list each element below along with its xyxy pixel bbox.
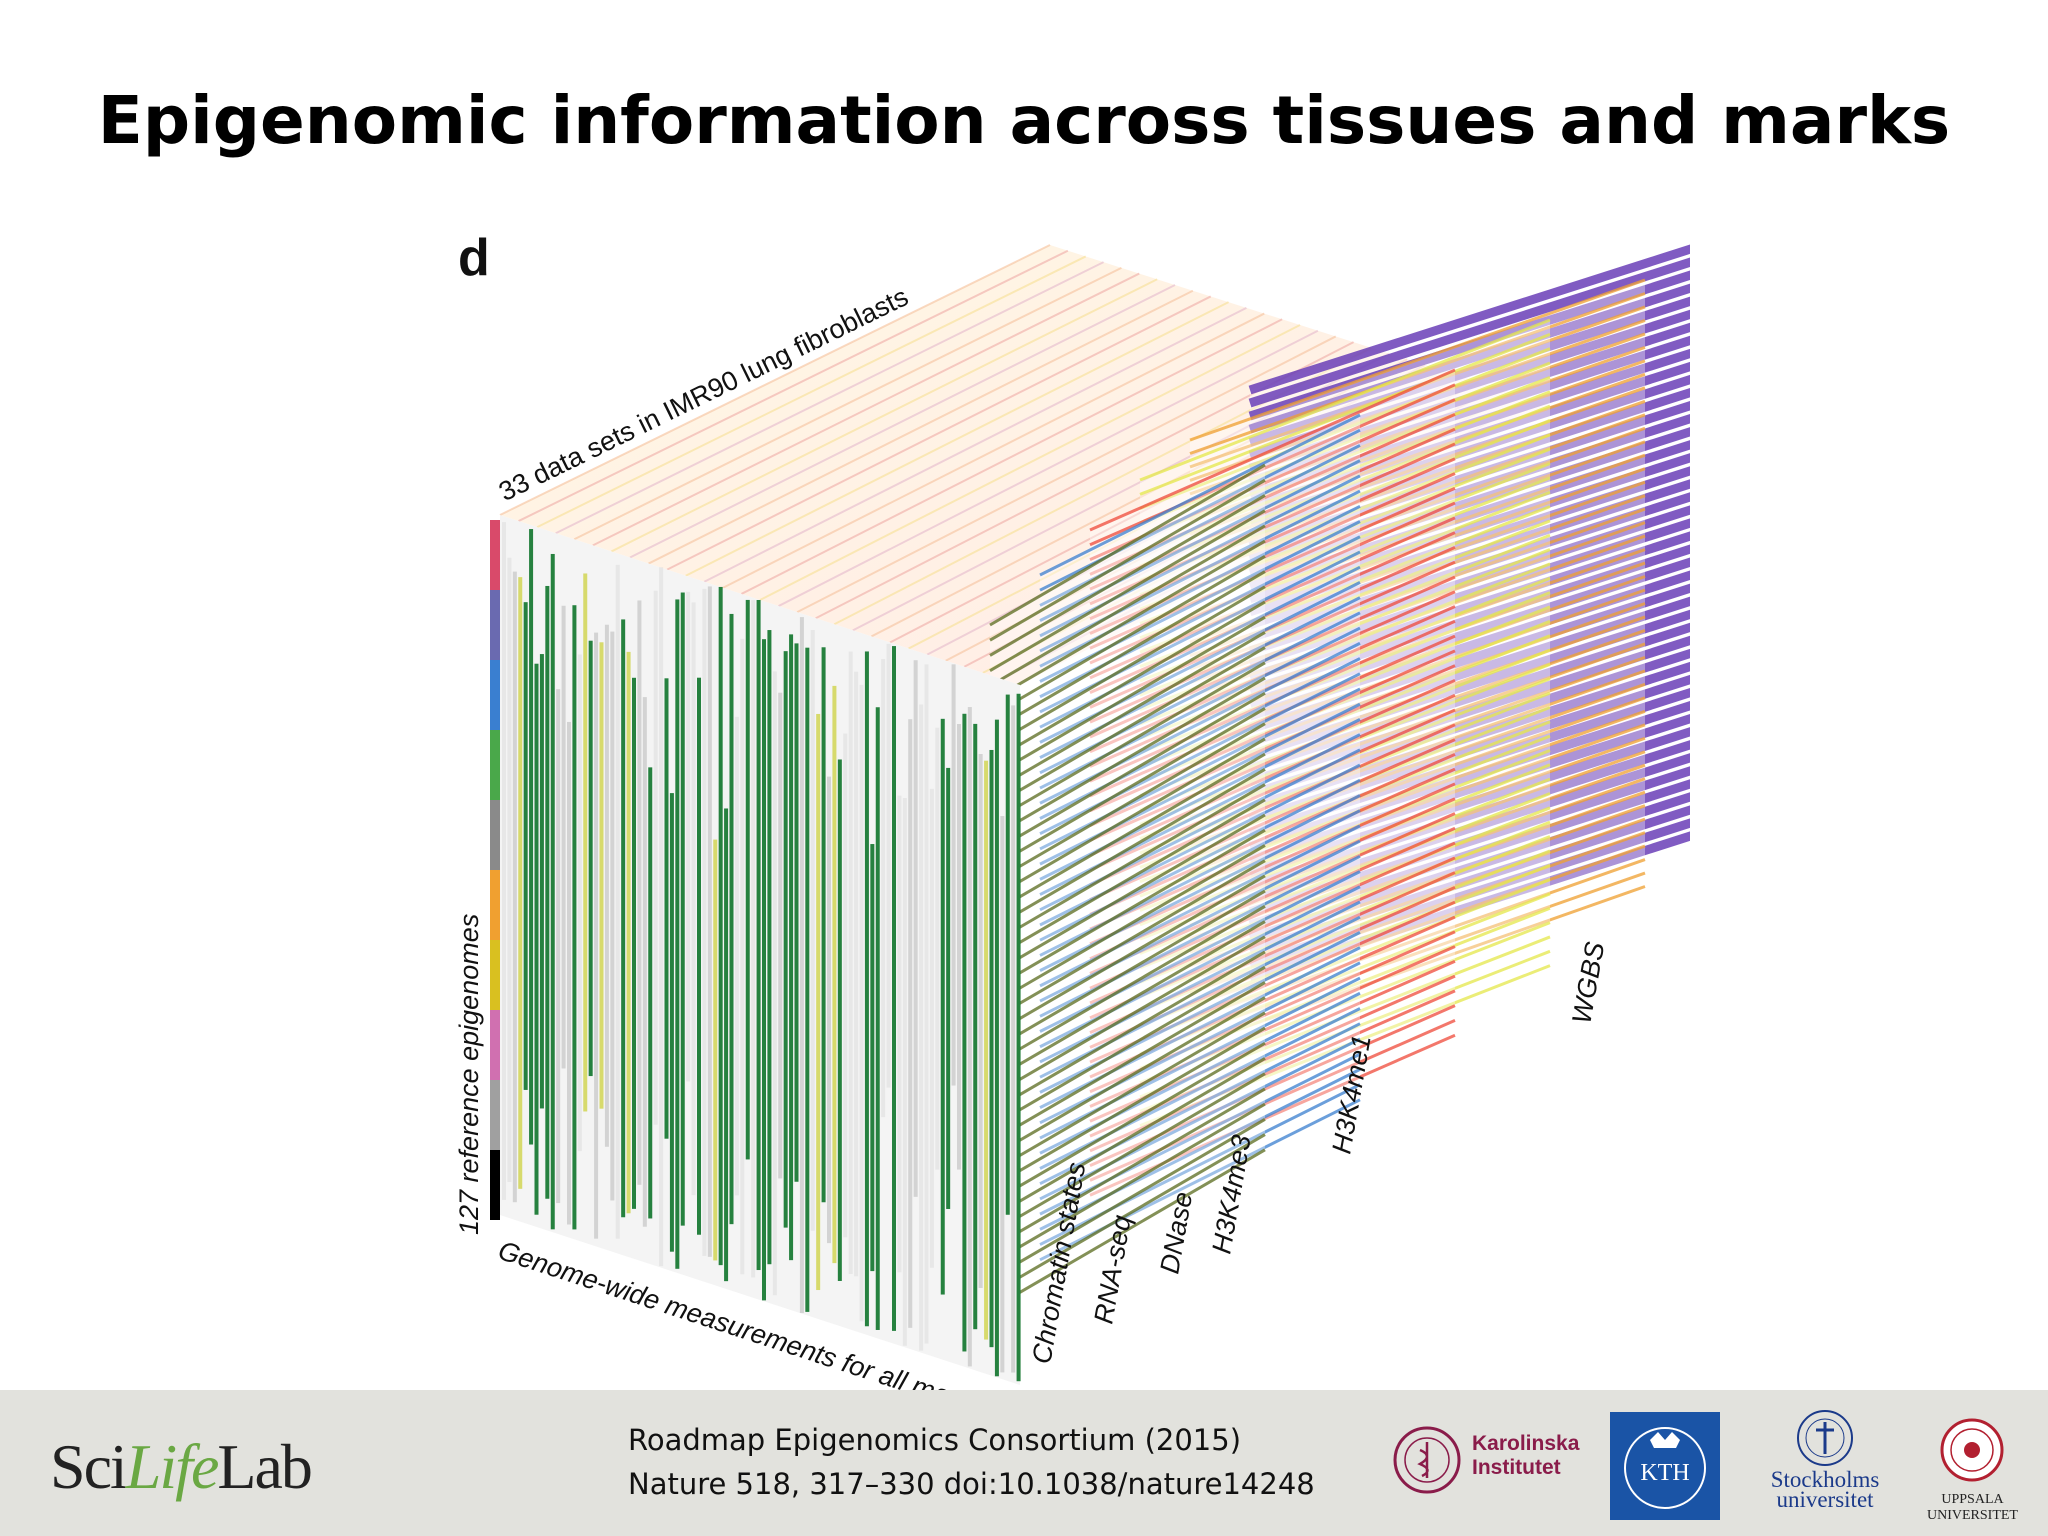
- uppsala-seal-icon: [1940, 1418, 2004, 1482]
- layer-label: WGBS: [1566, 940, 1610, 1026]
- layer-slab: [989, 463, 1266, 1325]
- panel-letter: d: [458, 229, 490, 287]
- citation: Roadmap Epigenomics Consortium (2015) Na…: [628, 1418, 1315, 1506]
- svg-text:KTH: KTH: [1640, 1460, 1689, 1486]
- cube-layers: [989, 244, 1690, 1325]
- tissue-color-bar: [490, 520, 500, 1220]
- citation-line-2: Nature 518, 317–330 doi:10.1038/nature14…: [628, 1467, 1315, 1501]
- kth-logo: KTH: [1610, 1412, 1720, 1520]
- slide-title: Epigenomic information across tissues an…: [97, 82, 1951, 159]
- scilifelab-logo: SciLifeLab: [50, 1431, 313, 1502]
- epigenomic-cube-figure: 33 data sets in IMR90 lung fibroblasts 1…: [454, 244, 1690, 1395]
- front-face-columns: [502, 522, 1021, 1382]
- left-axis-label: 127 reference epigenomes: [454, 914, 484, 1235]
- karolinska-seal-icon: [1393, 1426, 1461, 1494]
- layer-slab: [1039, 413, 1361, 1275]
- footer: SciLifeLab Roadmap Epigenomics Consortiu…: [0, 1390, 2048, 1536]
- kth-emblem-icon: KTH: [1610, 1412, 1720, 1520]
- citation-line-1: Roadmap Epigenomics Consortium (2015): [628, 1423, 1242, 1457]
- stockholm-seal-icon: [1797, 1410, 1853, 1466]
- cube-front-face: [500, 515, 1021, 1385]
